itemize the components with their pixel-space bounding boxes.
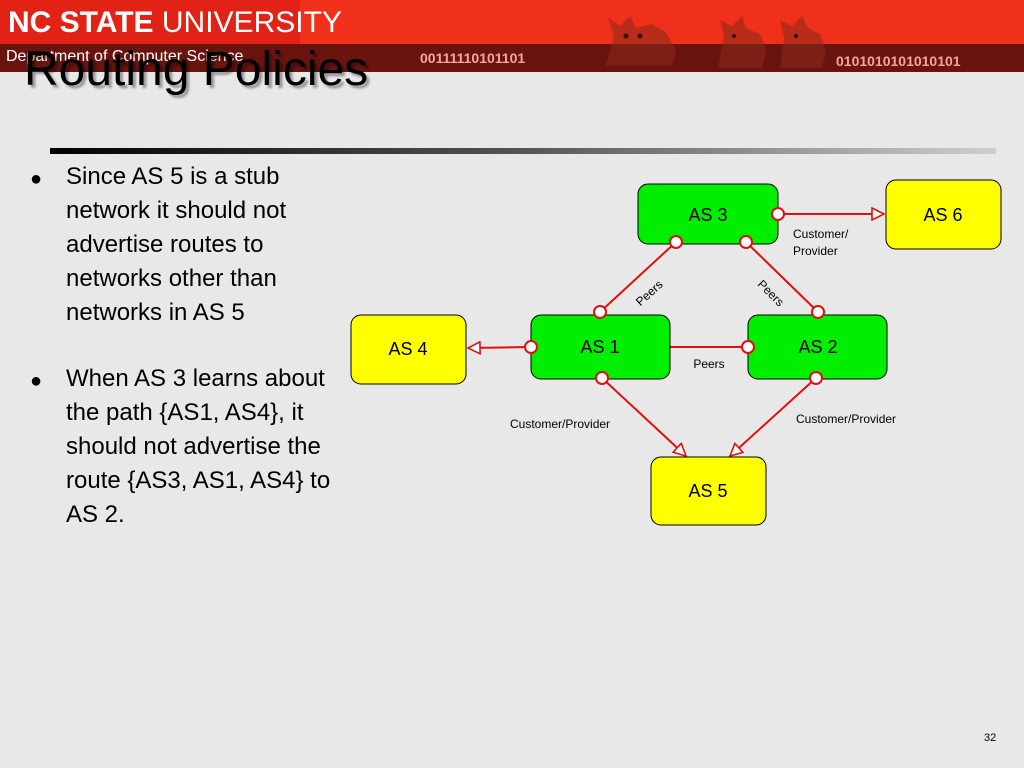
node-label-as5: AS 5 bbox=[688, 481, 727, 501]
port-dot bbox=[771, 207, 785, 221]
node-label-as6: AS 6 bbox=[923, 205, 962, 225]
node-as6: AS 6 bbox=[885, 179, 1002, 250]
edge-label-customer-provider: Customer/ bbox=[793, 227, 849, 241]
node-as5: AS 5 bbox=[650, 456, 767, 526]
bullet-text: When AS 3 learns about the path {AS1, AS… bbox=[66, 365, 331, 528]
node-as1: AS 1 bbox=[530, 314, 671, 380]
port-dot bbox=[811, 305, 825, 319]
slide-number: 32 bbox=[984, 732, 997, 744]
wolf-image bbox=[718, 16, 766, 68]
wolf-image bbox=[606, 16, 676, 66]
edge-label-peers: Peers bbox=[633, 277, 666, 308]
binary-decoration: 00111110101101 bbox=[420, 50, 526, 66]
port-dot bbox=[739, 235, 753, 249]
department-name: Department of Computer Science bbox=[6, 48, 244, 65]
title-divider bbox=[50, 148, 996, 154]
bullet-item: ● When AS 3 learns about the path {AS1, … bbox=[26, 362, 346, 532]
page-title: Routing Policies bbox=[24, 43, 369, 96]
port-dot bbox=[524, 340, 538, 354]
node-as4: AS 4 bbox=[350, 314, 467, 385]
port-dot bbox=[809, 371, 823, 385]
bullet-text: Since AS 5 is a stub network it should n… bbox=[66, 163, 287, 326]
edge-label-peers: Peers bbox=[755, 277, 787, 309]
bullet-item: ● Since AS 5 is a stub network it should… bbox=[26, 160, 346, 330]
link-as1-as5 bbox=[601, 377, 686, 456]
wolf-image bbox=[780, 16, 826, 68]
as-topology-diagram: AS 3 AS 6 AS 1 AS 2 AS 4 AS 5 Peers Peer… bbox=[350, 179, 1002, 526]
bullet-list: ● Since AS 5 is a stub network it should… bbox=[26, 160, 346, 564]
university-name: NC STATE UNIVERSITY bbox=[8, 6, 342, 39]
link-as1-as4 bbox=[468, 347, 531, 348]
node-as2: AS 2 bbox=[747, 314, 888, 380]
port-dot bbox=[593, 305, 607, 319]
link-as2-as3 bbox=[745, 241, 819, 313]
link-as1-as3 bbox=[599, 241, 677, 313]
edge-label-customer-provider: Customer/Provider bbox=[796, 412, 896, 426]
edge-label-peers: Peers bbox=[693, 357, 724, 371]
header-banner: NC STATE UNIVERSITY Department of Comput… bbox=[0, 0, 1024, 72]
node-label-as2: AS 2 bbox=[798, 337, 837, 357]
edge-label-customer-provider: Customer/Provider bbox=[510, 417, 610, 431]
node-label-as3: AS 3 bbox=[688, 205, 727, 225]
bullet-dot-icon: ● bbox=[30, 168, 43, 190]
port-dot bbox=[595, 371, 609, 385]
bullet-dot-icon: ● bbox=[30, 370, 43, 392]
edge-label-customer-provider: Provider bbox=[793, 244, 838, 258]
node-label-as1: AS 1 bbox=[580, 337, 619, 357]
link-as2-as5 bbox=[730, 377, 817, 456]
node-label-as4: AS 4 bbox=[388, 339, 427, 359]
port-dot bbox=[741, 340, 755, 354]
port-dot bbox=[669, 235, 683, 249]
header-bar bbox=[0, 44, 1024, 72]
binary-decoration: 0101010101010101 bbox=[836, 53, 961, 69]
node-as3: AS 3 bbox=[637, 183, 779, 245]
